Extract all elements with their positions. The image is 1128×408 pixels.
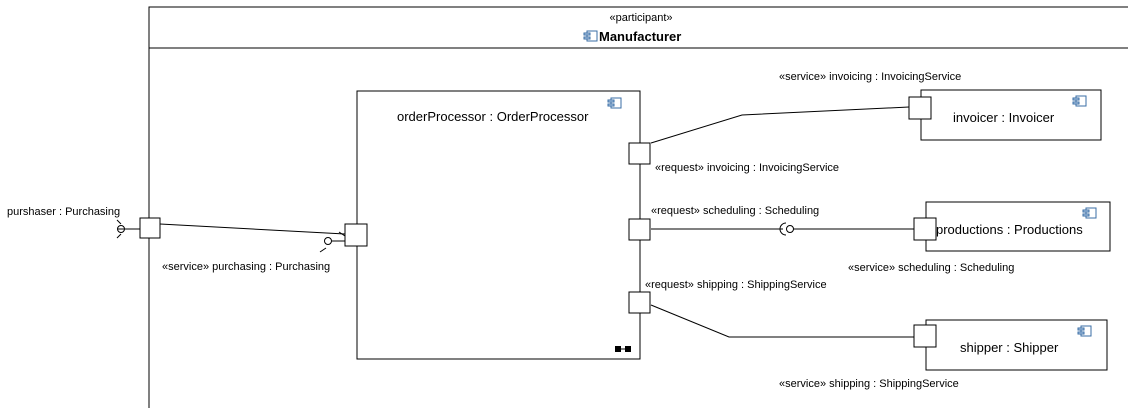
purchasing-port-square [344, 223, 368, 247]
invoicing-request-port-label: «request» invoicing : InvoicingService [655, 162, 839, 174]
order-processor-invoicing-port[interactable]: «request» invoicing : InvoicingService [628, 142, 839, 174]
productions-port-square[interactable] [913, 217, 937, 241]
productions-port-label: «service» scheduling : Scheduling [848, 262, 1014, 274]
shipping-request-port-label: «request» shipping : ShippingService [645, 279, 827, 291]
interface-socket-icon [116, 219, 125, 239]
productions-box [925, 201, 1111, 252]
scheduling-request-port-label: «request» scheduling : Scheduling [651, 205, 819, 217]
participant-name: Manufacturer [599, 29, 681, 44]
component-icon [1077, 325, 1092, 337]
shipper-port-label: «service» shipping : ShippingService [779, 378, 959, 390]
invoicing-connector[interactable] [650, 106, 910, 144]
shipping-connector[interactable] [650, 304, 914, 338]
shipper-name: shipper : Shipper [960, 340, 1059, 355]
purchasing-port-label: «service» purchasing : Purchasing [162, 261, 330, 273]
component-icon [607, 97, 622, 109]
order-processor-purchasing-port[interactable]: «service» purchasing : Purchasing [162, 223, 368, 273]
purchaser-port[interactable]: purshaser : Purchasing [7, 206, 161, 239]
invoicer-box [920, 89, 1102, 141]
purchasing-delegation-connector[interactable] [159, 223, 346, 235]
order-processor-name: orderProcessor : OrderProcessor [397, 109, 589, 124]
shipping-request-port-square [628, 291, 651, 314]
shipper-part[interactable]: shipper : Shipper «service» shipping : S… [779, 319, 1108, 390]
order-processor-scheduling-port[interactable]: «request» scheduling : Scheduling [628, 205, 819, 241]
shipper-port-square[interactable] [913, 324, 937, 348]
component-icon [1072, 95, 1087, 107]
productions-name: productions : Productions [936, 222, 1083, 237]
purchaser-port-label: purshaser : Purchasing [7, 206, 120, 218]
invoicer-port-label: «service» invoicing : InvoicingService [779, 71, 961, 83]
order-processor-part[interactable]: orderProcessor : OrderProcessor «service… [162, 90, 839, 360]
scheduling-ball-socket-icon [779, 222, 794, 236]
participant-stereotype: «participant» [610, 12, 673, 24]
composite-structure-icon [615, 346, 631, 352]
purchaser-port-square [139, 217, 161, 239]
invoicer-name: invoicer : Invoicer [953, 110, 1055, 125]
component-icon [1082, 207, 1097, 219]
invoicing-request-port-square [628, 142, 651, 165]
component-icon [583, 30, 598, 42]
invoicer-port-square[interactable] [908, 96, 932, 120]
productions-part[interactable]: productions : Productions «service» sche… [848, 201, 1111, 274]
order-processor-box [356, 90, 641, 360]
interface-socket-icon [319, 231, 346, 253]
order-processor-shipping-port[interactable]: «request» shipping : ShippingService [628, 279, 827, 314]
scheduling-request-port-square [628, 218, 651, 241]
connectors [159, 106, 914, 338]
invoicer-part[interactable]: «service» invoicing : InvoicingService i… [779, 71, 1102, 141]
